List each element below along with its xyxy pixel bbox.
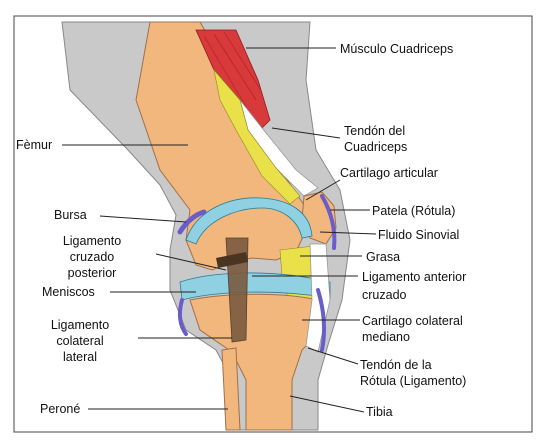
label-femur: Fèmur [16, 138, 52, 152]
label-patella: Patela (Rótula) [372, 204, 455, 218]
label-quadriceps-tendon-line1: Tendón del [344, 124, 405, 138]
label-quadriceps-muscle: Músculo Cuadriceps [340, 42, 453, 56]
label-acl-line1: Ligamento anterior [362, 270, 466, 284]
label-mcl-line2: mediano [362, 330, 410, 344]
label-lcl-line2: colateral [22, 334, 138, 348]
label-patellar-tendon-line1: Tendón de la [360, 358, 432, 372]
label-lcl-line1: Ligamento [22, 318, 138, 332]
label-pcl-line1: Ligamento [26, 234, 158, 248]
label-articular-cartilage: Cartilago articular [340, 166, 438, 180]
label-pcl-line2: cruzado [26, 250, 158, 264]
label-patellar-tendon-line2: Rótula (Ligamento) [360, 374, 466, 388]
label-tibia: Tibia [366, 405, 393, 419]
label-menisci: Meniscos [42, 285, 95, 299]
label-mcl-line1: Cartilago colateral [362, 314, 463, 328]
label-bursa: Bursa [54, 208, 87, 222]
label-lcl-line3: lateral [22, 350, 138, 364]
label-fat: Grasa [366, 250, 400, 264]
label-fibula: Peroné [40, 402, 80, 416]
label-acl-line2: cruzado [362, 288, 406, 302]
label-quadriceps-tendon-line2: Cuadriceps [344, 140, 407, 154]
label-pcl-line3: posterior [26, 266, 158, 280]
label-synovial-fluid: Fluido Sinovial [378, 228, 459, 242]
